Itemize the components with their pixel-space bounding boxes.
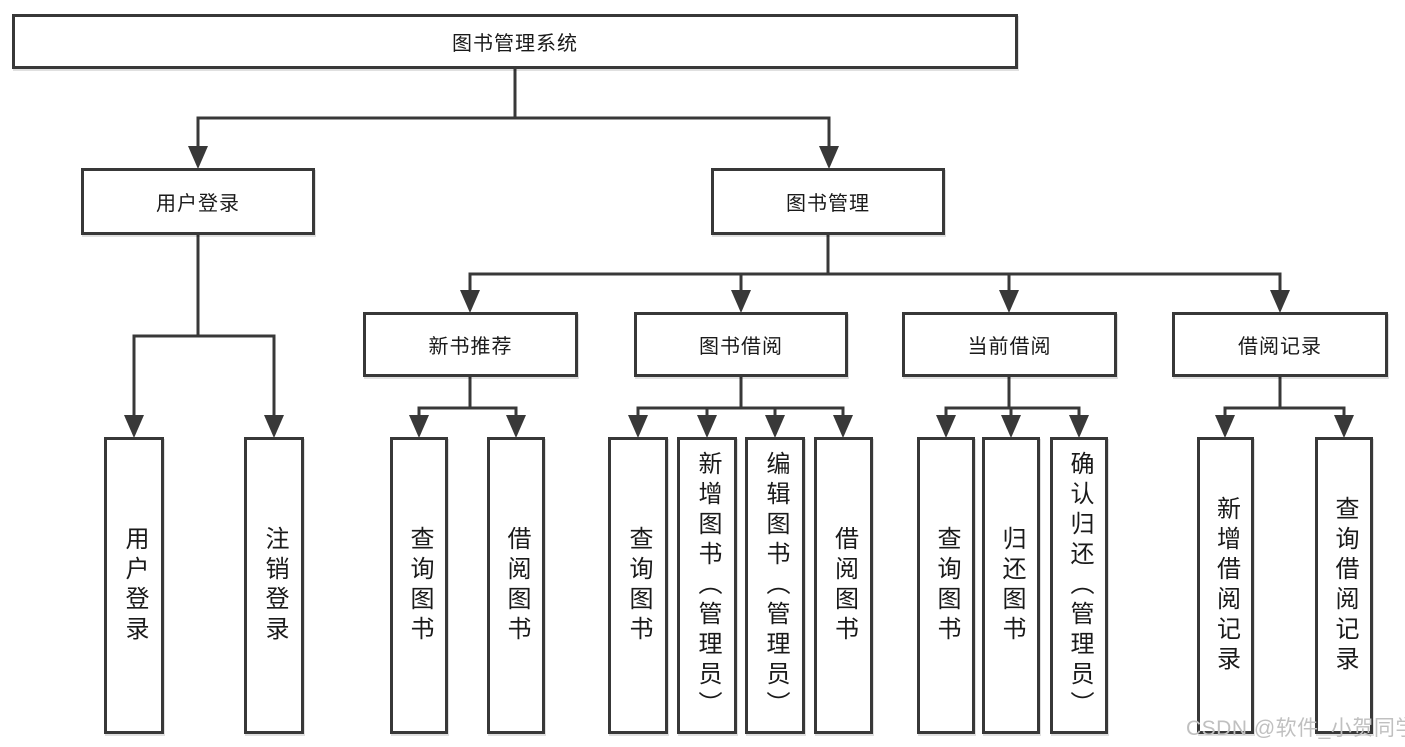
node-bb-borrow-books: 借阅图书 — [814, 437, 873, 734]
connector-borrow-records — [1215, 377, 1354, 438]
connector-book-borrow — [628, 377, 853, 438]
node-book-management: 图书管理 — [711, 168, 945, 235]
connector-new-books — [409, 377, 526, 438]
node-user-login: 用户登录 — [104, 437, 164, 734]
node-bb-query-books: 查询图书 — [608, 437, 668, 734]
node-nb-borrow-books: 借阅图书 — [487, 437, 545, 734]
node-cb-confirm-return-admin: 确认归还（管理员） — [1050, 437, 1108, 734]
connector-book-mgmt — [460, 235, 1290, 313]
connector-user-branch — [124, 235, 284, 438]
node-library-system: 图书管理系统 — [12, 14, 1018, 69]
connector-current-borrow — [936, 377, 1089, 438]
connector-root-to-branches — [188, 69, 839, 169]
node-bb-edit-books-admin: 编辑图书（管理员） — [745, 437, 805, 734]
node-cb-return-books: 归还图书 — [982, 437, 1040, 734]
node-new-book-recommend: 新书推荐 — [363, 312, 578, 377]
node-rec-query-record: 查询借阅记录 — [1315, 437, 1373, 734]
node-bb-add-books-admin: 新增图书（管理员） — [677, 437, 737, 734]
csdn-watermark: CSDN @软件_小贺同学 — [1186, 717, 1405, 740]
node-book-borrow: 图书借阅 — [634, 312, 848, 377]
node-cb-query-books: 查询图书 — [917, 437, 975, 734]
node-nb-query-books: 查询图书 — [390, 437, 448, 734]
node-borrow-records: 借阅记录 — [1172, 312, 1388, 377]
node-user-login-branch: 用户登录 — [81, 168, 315, 235]
node-current-borrow: 当前借阅 — [902, 312, 1117, 377]
node-rec-add-record: 新增借阅记录 — [1197, 437, 1254, 734]
node-logout: 注销登录 — [244, 437, 304, 734]
